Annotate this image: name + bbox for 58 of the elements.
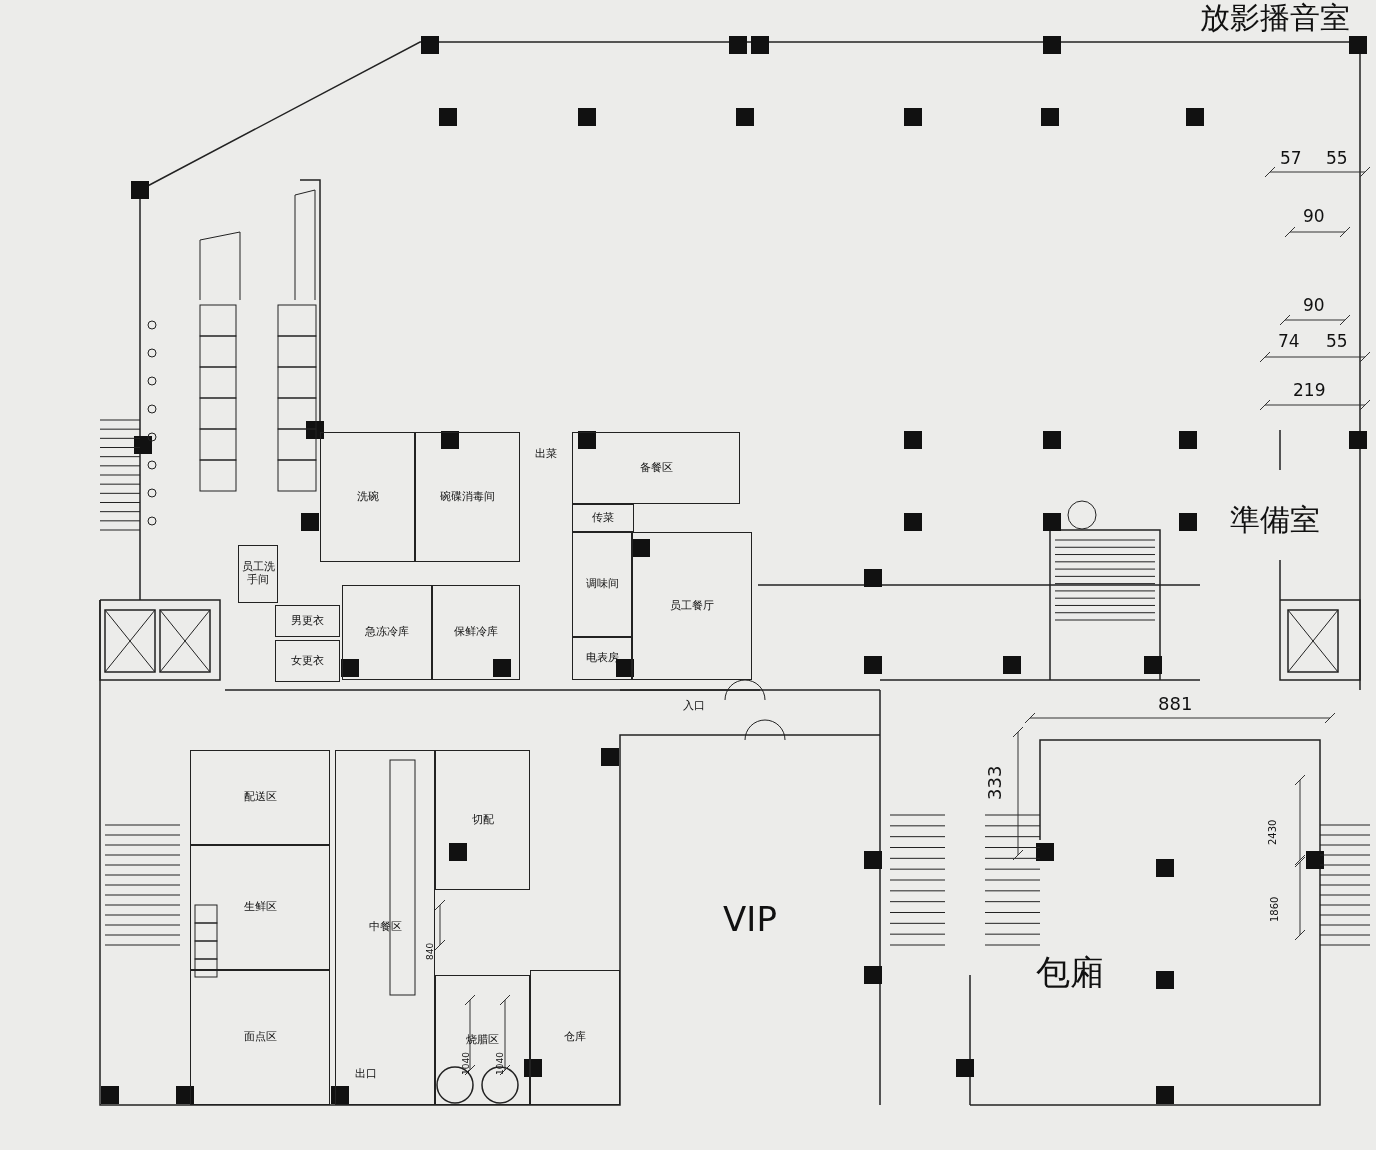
room-label: 男更衣 bbox=[291, 614, 324, 628]
room-label: 保鲜冷库 bbox=[454, 626, 498, 639]
room-area bbox=[415, 432, 520, 562]
room-area bbox=[275, 605, 340, 637]
dimension-label: 881 bbox=[1158, 695, 1193, 713]
area-label: 出菜 bbox=[535, 448, 557, 459]
room-area bbox=[238, 545, 278, 603]
room-label: 女更衣 bbox=[291, 654, 324, 668]
room-area bbox=[572, 532, 632, 637]
dimension-label: 57 bbox=[1280, 150, 1302, 167]
dimension-label: 840 bbox=[426, 942, 435, 960]
room-area bbox=[435, 975, 530, 1105]
room-area bbox=[572, 432, 740, 504]
room-area bbox=[432, 585, 520, 680]
area-label: 入口 bbox=[683, 700, 705, 711]
room-label: 生鲜区 bbox=[243, 901, 277, 914]
room-label: 放影播音室 bbox=[1200, 1, 1350, 36]
room-label: 切配 bbox=[471, 813, 494, 827]
room-label: 急冻冷库 bbox=[365, 626, 409, 639]
room-label: 洗碗 bbox=[356, 490, 379, 504]
room-label: 準備室 bbox=[1230, 502, 1320, 538]
room-label: 传菜 bbox=[592, 511, 614, 525]
room-label: 电表房 bbox=[585, 652, 619, 665]
dimension-label: 74 bbox=[1278, 333, 1300, 350]
room-label: 仓库 bbox=[564, 1031, 586, 1044]
room-area bbox=[190, 845, 330, 970]
dimension-label: 1860 bbox=[1270, 896, 1280, 922]
room-area bbox=[530, 970, 620, 1105]
room-label: 碗碟消毒间 bbox=[440, 490, 495, 504]
room-label: 面点区 bbox=[243, 1031, 277, 1044]
room-area bbox=[335, 750, 435, 1105]
room-area bbox=[275, 640, 340, 682]
room-label: 备餐区 bbox=[639, 461, 673, 475]
room-area bbox=[632, 532, 752, 680]
dimension-label: 1040 bbox=[496, 1052, 505, 1075]
room-label: 员工洗手间 bbox=[240, 561, 276, 587]
room-area bbox=[190, 970, 330, 1105]
room-label: 员工餐厅 bbox=[670, 599, 714, 613]
dimension-label: 2430 bbox=[1268, 819, 1278, 845]
room-label: 配送区 bbox=[243, 791, 277, 804]
room-label: 包廂 bbox=[1036, 952, 1104, 993]
dimension-label: 333 bbox=[986, 765, 1004, 800]
dimension-label: 90 bbox=[1303, 297, 1325, 314]
dimension-label: 90 bbox=[1303, 208, 1325, 225]
room-area bbox=[572, 637, 632, 680]
dimension-label: 55 bbox=[1326, 333, 1348, 350]
area-label: 出口 bbox=[355, 1068, 377, 1079]
room-area bbox=[435, 750, 530, 890]
room-area bbox=[342, 585, 432, 680]
dimension-label: 219 bbox=[1293, 382, 1326, 399]
room-label: 烧腊区 bbox=[466, 1033, 499, 1047]
room-area bbox=[572, 504, 634, 532]
room-area bbox=[190, 750, 330, 845]
room-label: 中餐区 bbox=[368, 921, 402, 934]
room-label: 调味间 bbox=[585, 578, 619, 591]
dimension-label: 55 bbox=[1326, 150, 1348, 167]
room-label: VIP bbox=[723, 900, 777, 940]
room-area bbox=[320, 432, 415, 562]
